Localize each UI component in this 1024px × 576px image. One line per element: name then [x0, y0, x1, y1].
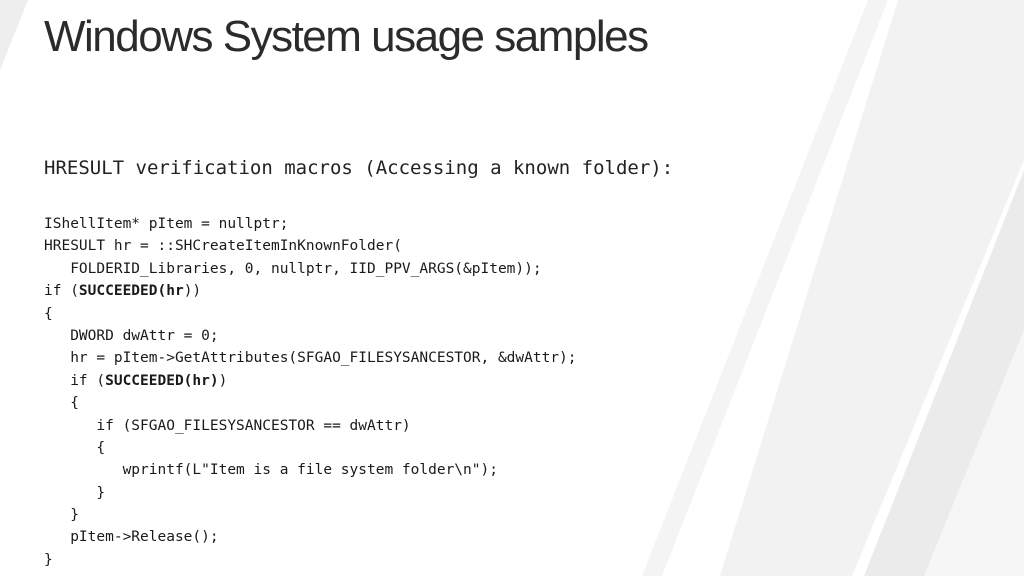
code-text: { — [44, 395, 79, 412]
code-line: { — [44, 303, 577, 325]
code-line: IShellItem* pItem = nullptr; — [44, 213, 577, 235]
right-stripe-2 — [720, 0, 1024, 576]
code-line: if (SUCCEEDED(hr)) — [44, 370, 577, 392]
code-line: { — [44, 392, 577, 414]
code-text: } — [44, 507, 79, 524]
code-text: { — [44, 439, 106, 456]
code-text: )) — [183, 283, 202, 300]
code-line: HRESULT hr = ::SHCreateItemInKnownFolder… — [44, 235, 577, 257]
code-text: ) — [218, 372, 228, 389]
code-text: wprintf(L"Item is a file system folder\n… — [44, 462, 498, 479]
code-line: if (SFGAO_FILESYSANCESTOR == dwAttr) — [44, 415, 577, 437]
top-left-stripe — [0, 0, 28, 70]
code-text: DWORD dwAttr = 0; — [44, 327, 219, 344]
code-line: DWORD dwAttr = 0; — [44, 325, 577, 347]
code-line: } — [44, 549, 577, 571]
code-line: hr = pItem->GetAttributes(SFGAO_FILESYSA… — [44, 347, 577, 369]
code-line: wprintf(L"Item is a file system folder\n… — [44, 459, 577, 481]
code-text: pItem->Release(); — [44, 529, 219, 546]
code-text: HRESULT hr = ::SHCreateItemInKnownFolder… — [44, 238, 402, 255]
code-line: } — [44, 504, 577, 526]
code-line: } — [44, 482, 577, 504]
code-line: { — [44, 437, 577, 459]
code-line: pItem->Release(); — [44, 526, 577, 548]
right-stripe-1 — [642, 0, 888, 576]
code-line: FOLDERID_Libraries, 0, nullptr, IID_PPV_… — [44, 258, 577, 280]
code-text: IShellItem* pItem = nullptr; — [44, 216, 289, 232]
code-text: if (SFGAO_FILESYSANCESTOR == dwAttr) — [44, 417, 411, 434]
slide-title: Windows System usage samples — [44, 12, 649, 61]
code-block: IShellItem* pItem = nullptr; HRESULT hr =… — [44, 213, 577, 571]
code-line: if (SUCCEEDED(hr)) — [44, 280, 577, 302]
right-stripe-4 — [924, 330, 1024, 576]
code-text: } — [44, 551, 53, 568]
code-text: if ( — [44, 372, 106, 389]
code-keyword-bold: SUCCEEDED(hr — [78, 283, 184, 300]
slide-subtitle: HRESULT verification macros (Accessing a… — [44, 157, 674, 179]
code-text: FOLDERID_Libraries, 0, nullptr, IID_PPV_… — [44, 260, 542, 277]
code-text: { — [44, 305, 53, 322]
code-text: } — [44, 484, 106, 501]
code-text: hr = pItem->GetAttributes(SFGAO_FILESYSA… — [44, 350, 577, 367]
code-text: if ( — [44, 283, 79, 300]
code-keyword-bold: SUCCEEDED(hr) — [105, 372, 219, 389]
